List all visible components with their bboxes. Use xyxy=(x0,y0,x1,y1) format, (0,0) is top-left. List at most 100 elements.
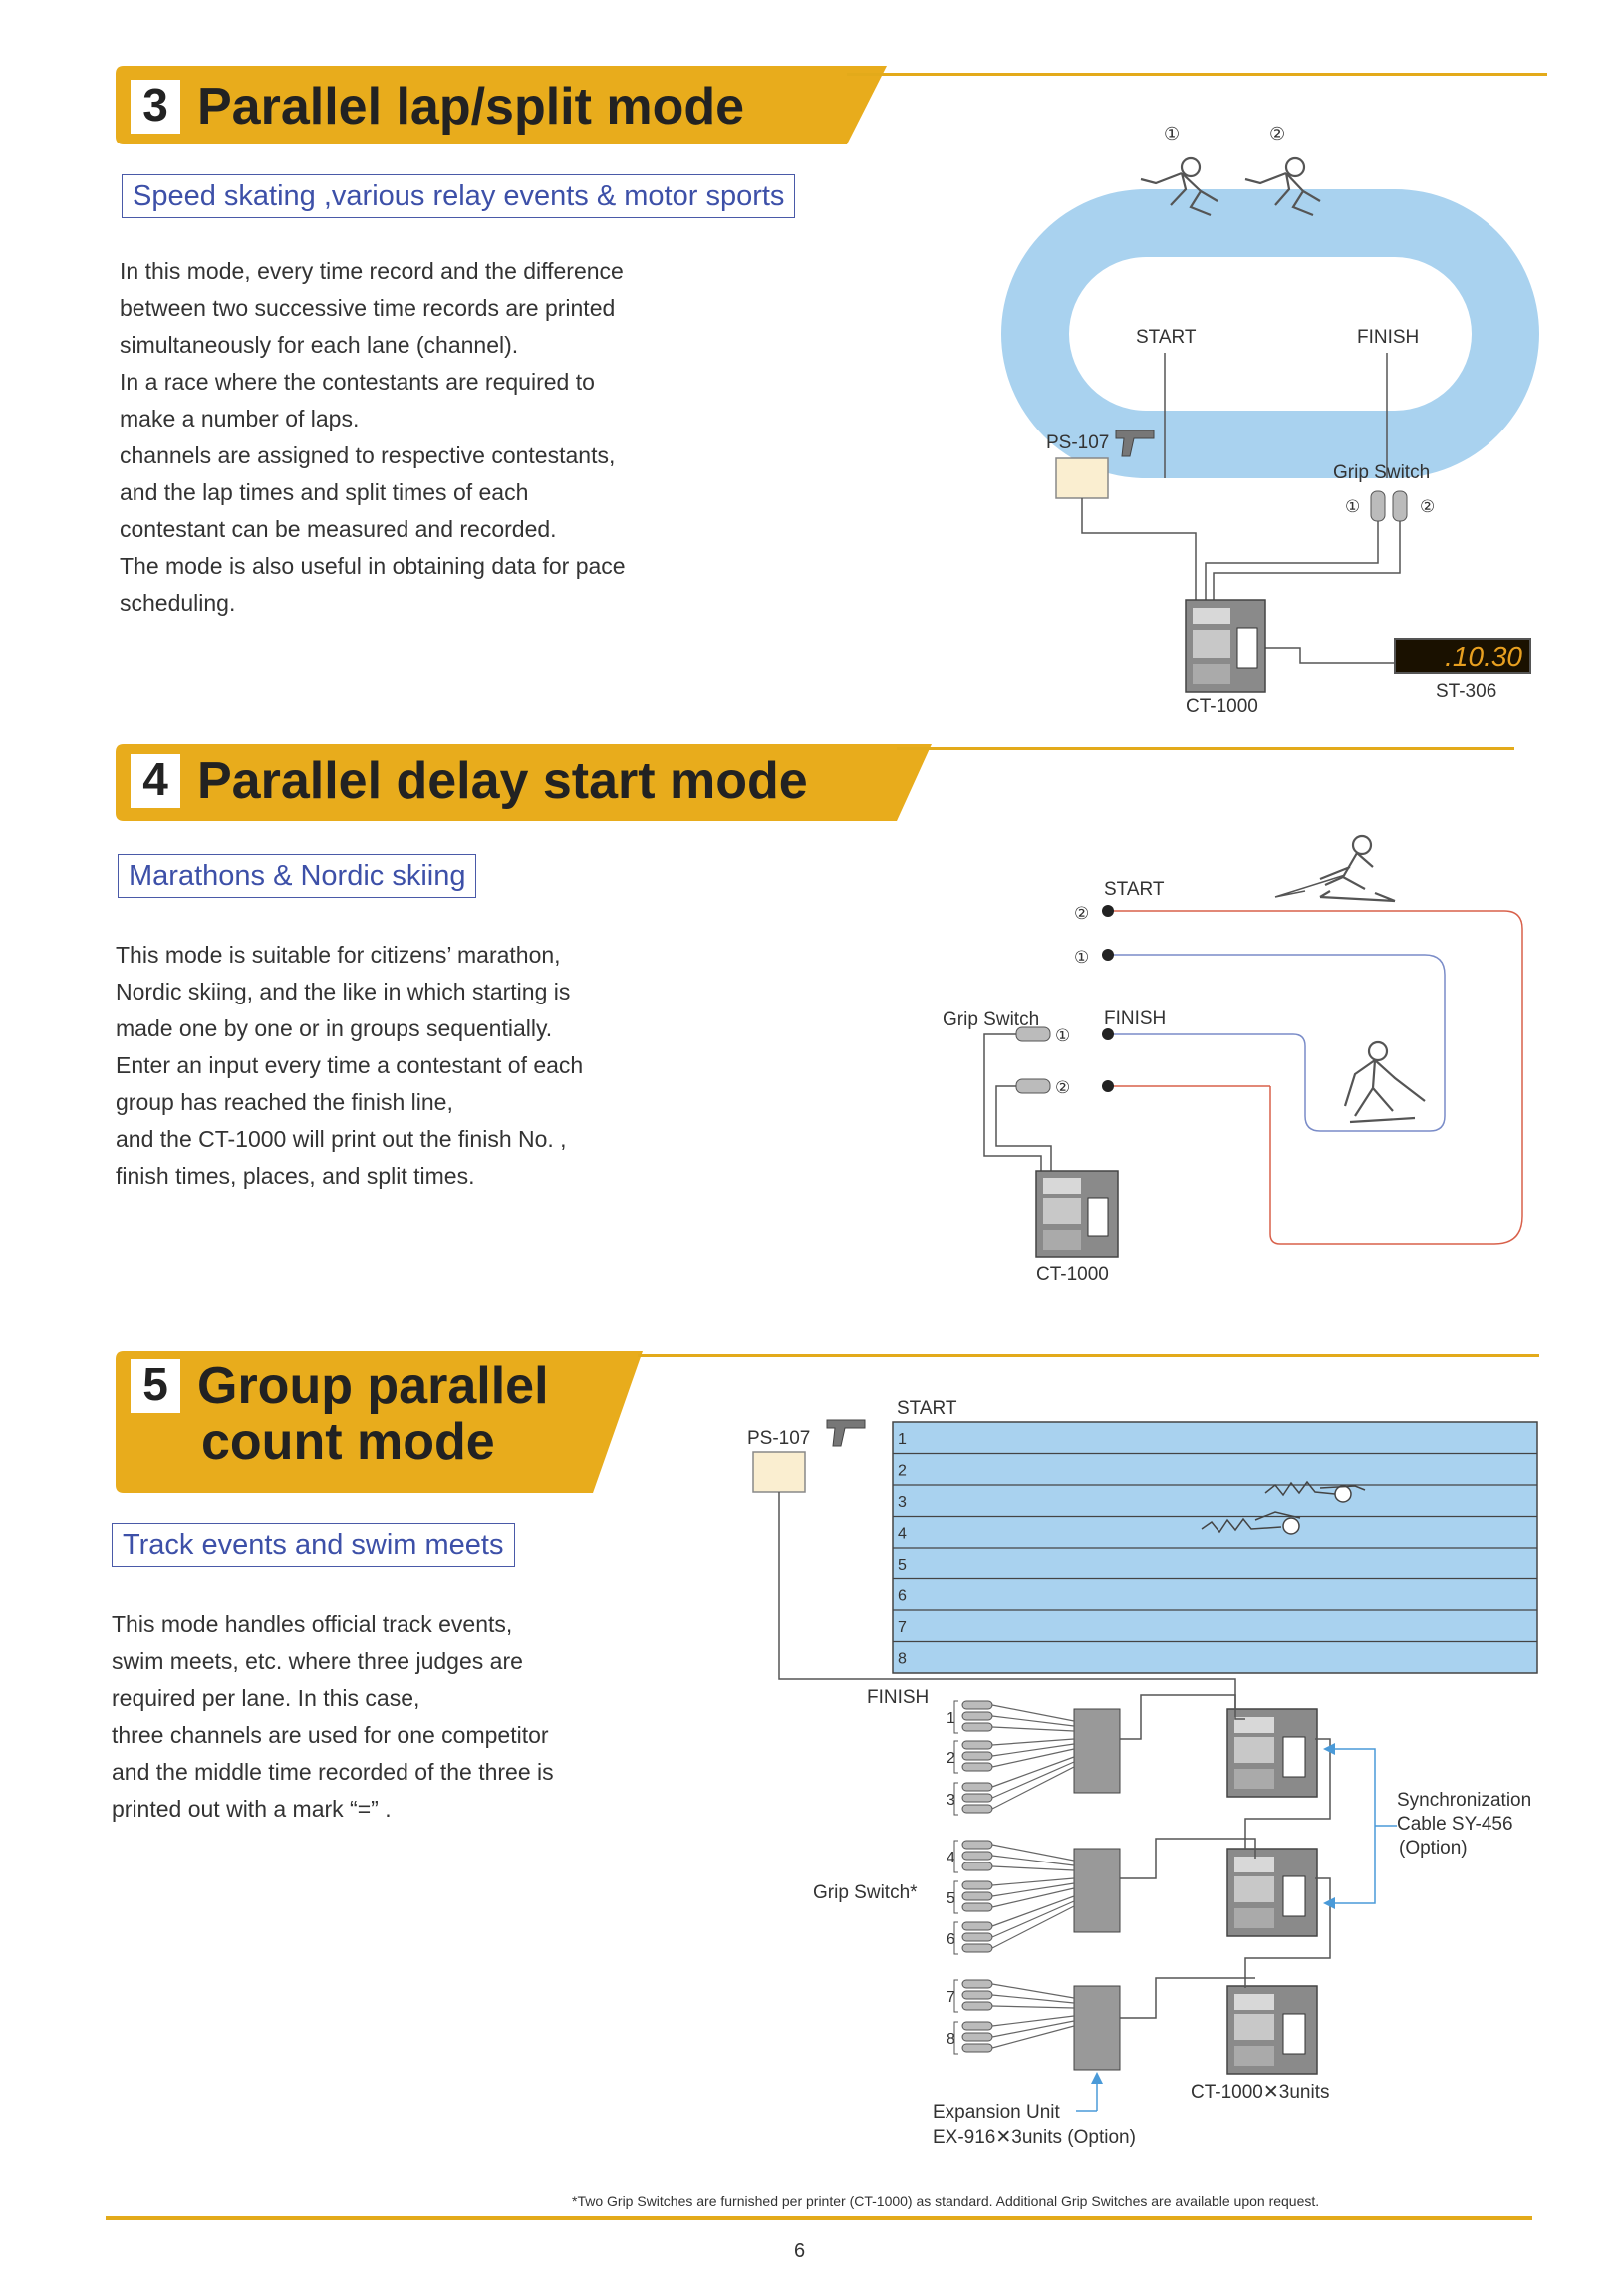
expansion-unit-2 xyxy=(1073,1848,1121,1933)
ct1000-label: CT-1000 xyxy=(1186,696,1258,716)
st306-label: ST-306 xyxy=(1436,681,1496,702)
grip-switch-icon xyxy=(961,1891,993,1901)
section-3-body: In this mode, every time record and the … xyxy=(120,258,626,616)
st306-value: .10.30 xyxy=(1445,641,1522,672)
expansion-label-line2: EX-916✕3units (Option) xyxy=(933,2127,1136,2148)
grip-wire xyxy=(991,1766,1075,1810)
grip-number: 6 xyxy=(947,1931,955,1948)
section-5-title-line2: count mode xyxy=(201,1413,495,1471)
grip-number: 2 xyxy=(947,1750,955,1767)
footnote: *Two Grip Switches are furnished per pri… xyxy=(572,2193,1320,2209)
section-4-title: Parallel delay start mode xyxy=(197,752,808,810)
pool-start-label: START xyxy=(897,1398,957,1419)
grip-switch-icon xyxy=(961,1711,993,1721)
grip-switch-icon xyxy=(961,1932,993,1942)
grip-wire xyxy=(991,1900,1075,1938)
grip-wire xyxy=(991,1844,1075,1862)
grip-wire xyxy=(991,2015,1075,2027)
starter-pistol-icon xyxy=(1115,430,1155,457)
grip-switch-label: Grip Switch xyxy=(943,1009,1039,1030)
section-3-rule xyxy=(847,73,1547,76)
grip-switch-icon xyxy=(961,1851,993,1861)
grip-switch-label: Grip Switch xyxy=(1333,462,1430,483)
grip-wire xyxy=(991,1748,1075,1768)
course-blue-top xyxy=(1108,954,1446,1132)
section-5-rule xyxy=(638,1354,1539,1357)
skater-1-figure xyxy=(1140,156,1218,217)
grip-number: 7 xyxy=(947,1989,955,2006)
grip-1-number: ① xyxy=(1055,1026,1070,1045)
ps107-label: PS-107 xyxy=(747,1428,810,1449)
section-4-diagram: START ② ① FINISH Grip Switch ① ② CT-1000 xyxy=(943,834,1523,1285)
grip-wire xyxy=(991,1715,1075,1727)
footer-rule xyxy=(106,2216,1532,2220)
grip-switch-2-icon xyxy=(1392,490,1408,522)
swimmer-2-figure xyxy=(1201,1511,1301,1535)
grip-switch-icon xyxy=(961,1751,993,1761)
section-5-number: 5 xyxy=(131,1359,180,1413)
section-5-body: This mode handles official track events,… xyxy=(112,1611,554,1822)
grip-wire xyxy=(991,2005,1075,2009)
speed-skating-track xyxy=(1001,189,1539,478)
ps107-box xyxy=(1055,457,1109,499)
grip-switch-icon xyxy=(961,1782,993,1792)
grip-switch-icon xyxy=(961,1990,993,2000)
track-start-label: START xyxy=(1136,327,1197,348)
printers-label: CT-1000✕3units xyxy=(1191,2082,1330,2103)
grip-wire xyxy=(991,2020,1075,2038)
skater-1-number: ① xyxy=(1164,124,1180,143)
ct1000-label: CT-1000 xyxy=(1036,1264,1109,1285)
lane-number: 7 xyxy=(898,1619,907,1636)
grip-number: 5 xyxy=(947,1890,955,1907)
section-4-subtitle: Marathons & Nordic skiing xyxy=(118,854,477,899)
section-4-number: 4 xyxy=(131,754,180,808)
grip-wire xyxy=(991,1738,1075,1746)
grip-wire xyxy=(991,1704,1075,1722)
section-5-subtitle: Track events and swim meets xyxy=(112,1523,515,1568)
grip-bracket xyxy=(953,1700,958,1734)
grip-bracket xyxy=(953,1740,958,1774)
grip-switch-icon xyxy=(961,1880,993,1890)
grip-switch-1-icon xyxy=(1370,490,1386,522)
grip-bracket xyxy=(953,1782,958,1816)
grip-wire xyxy=(991,1887,1075,1908)
nordic-skier-1-figure xyxy=(1274,834,1396,903)
grip-1-number: ① xyxy=(1345,497,1360,516)
grip-switch-icon xyxy=(961,1700,993,1710)
st306-display xyxy=(1394,638,1531,674)
grip-switch-icon xyxy=(961,1902,993,1912)
grip-wire xyxy=(991,1994,1075,2004)
skater-2-figure xyxy=(1244,156,1321,217)
lane-number: 8 xyxy=(898,1651,907,1668)
lane-number: 3 xyxy=(898,1494,907,1511)
expansion-unit-3 xyxy=(1073,1985,1121,2071)
finish-label: FINISH xyxy=(867,1687,929,1708)
grip-switch-1-icon xyxy=(1015,1026,1051,1042)
section-4-rule xyxy=(897,747,1514,750)
page-number: 6 xyxy=(794,2240,806,2262)
ps107-label: PS-107 xyxy=(1046,432,1109,453)
grip-switch-icon xyxy=(961,1722,993,1732)
ct1000-printer-icon xyxy=(1185,599,1266,693)
grip-switch-2-icon xyxy=(1015,1078,1051,1094)
ct1000-printer-icon xyxy=(1226,1985,1318,2075)
ct1000-printer-icon xyxy=(1035,1170,1119,1258)
grip-switch-icon xyxy=(961,2032,993,2042)
grip-switch-icon xyxy=(961,2021,993,2031)
lane-number: 6 xyxy=(898,1588,907,1605)
section-5-title-line1: Group parallel xyxy=(197,1357,549,1415)
grip-bracket xyxy=(953,2021,958,2055)
grip-number: 1 xyxy=(947,1710,955,1727)
section-3-diagram: ① ② START FINISH PS-107 Grip Switch ① ② … xyxy=(1001,124,1539,716)
grip-bracket xyxy=(953,1921,958,1955)
grip-bracket xyxy=(953,1979,958,2013)
expansion-unit-1 xyxy=(1073,1708,1121,1794)
nordic-skier-2-figure xyxy=(1343,1040,1426,1124)
start-2-number: ② xyxy=(1074,904,1089,923)
grip-wire xyxy=(991,1761,1075,1799)
grip-wire xyxy=(991,1983,1075,1999)
starter-pistol-icon xyxy=(826,1419,866,1447)
sync-label-line3: (Option) xyxy=(1399,1838,1468,1859)
grip-switch-icon xyxy=(961,1740,993,1750)
